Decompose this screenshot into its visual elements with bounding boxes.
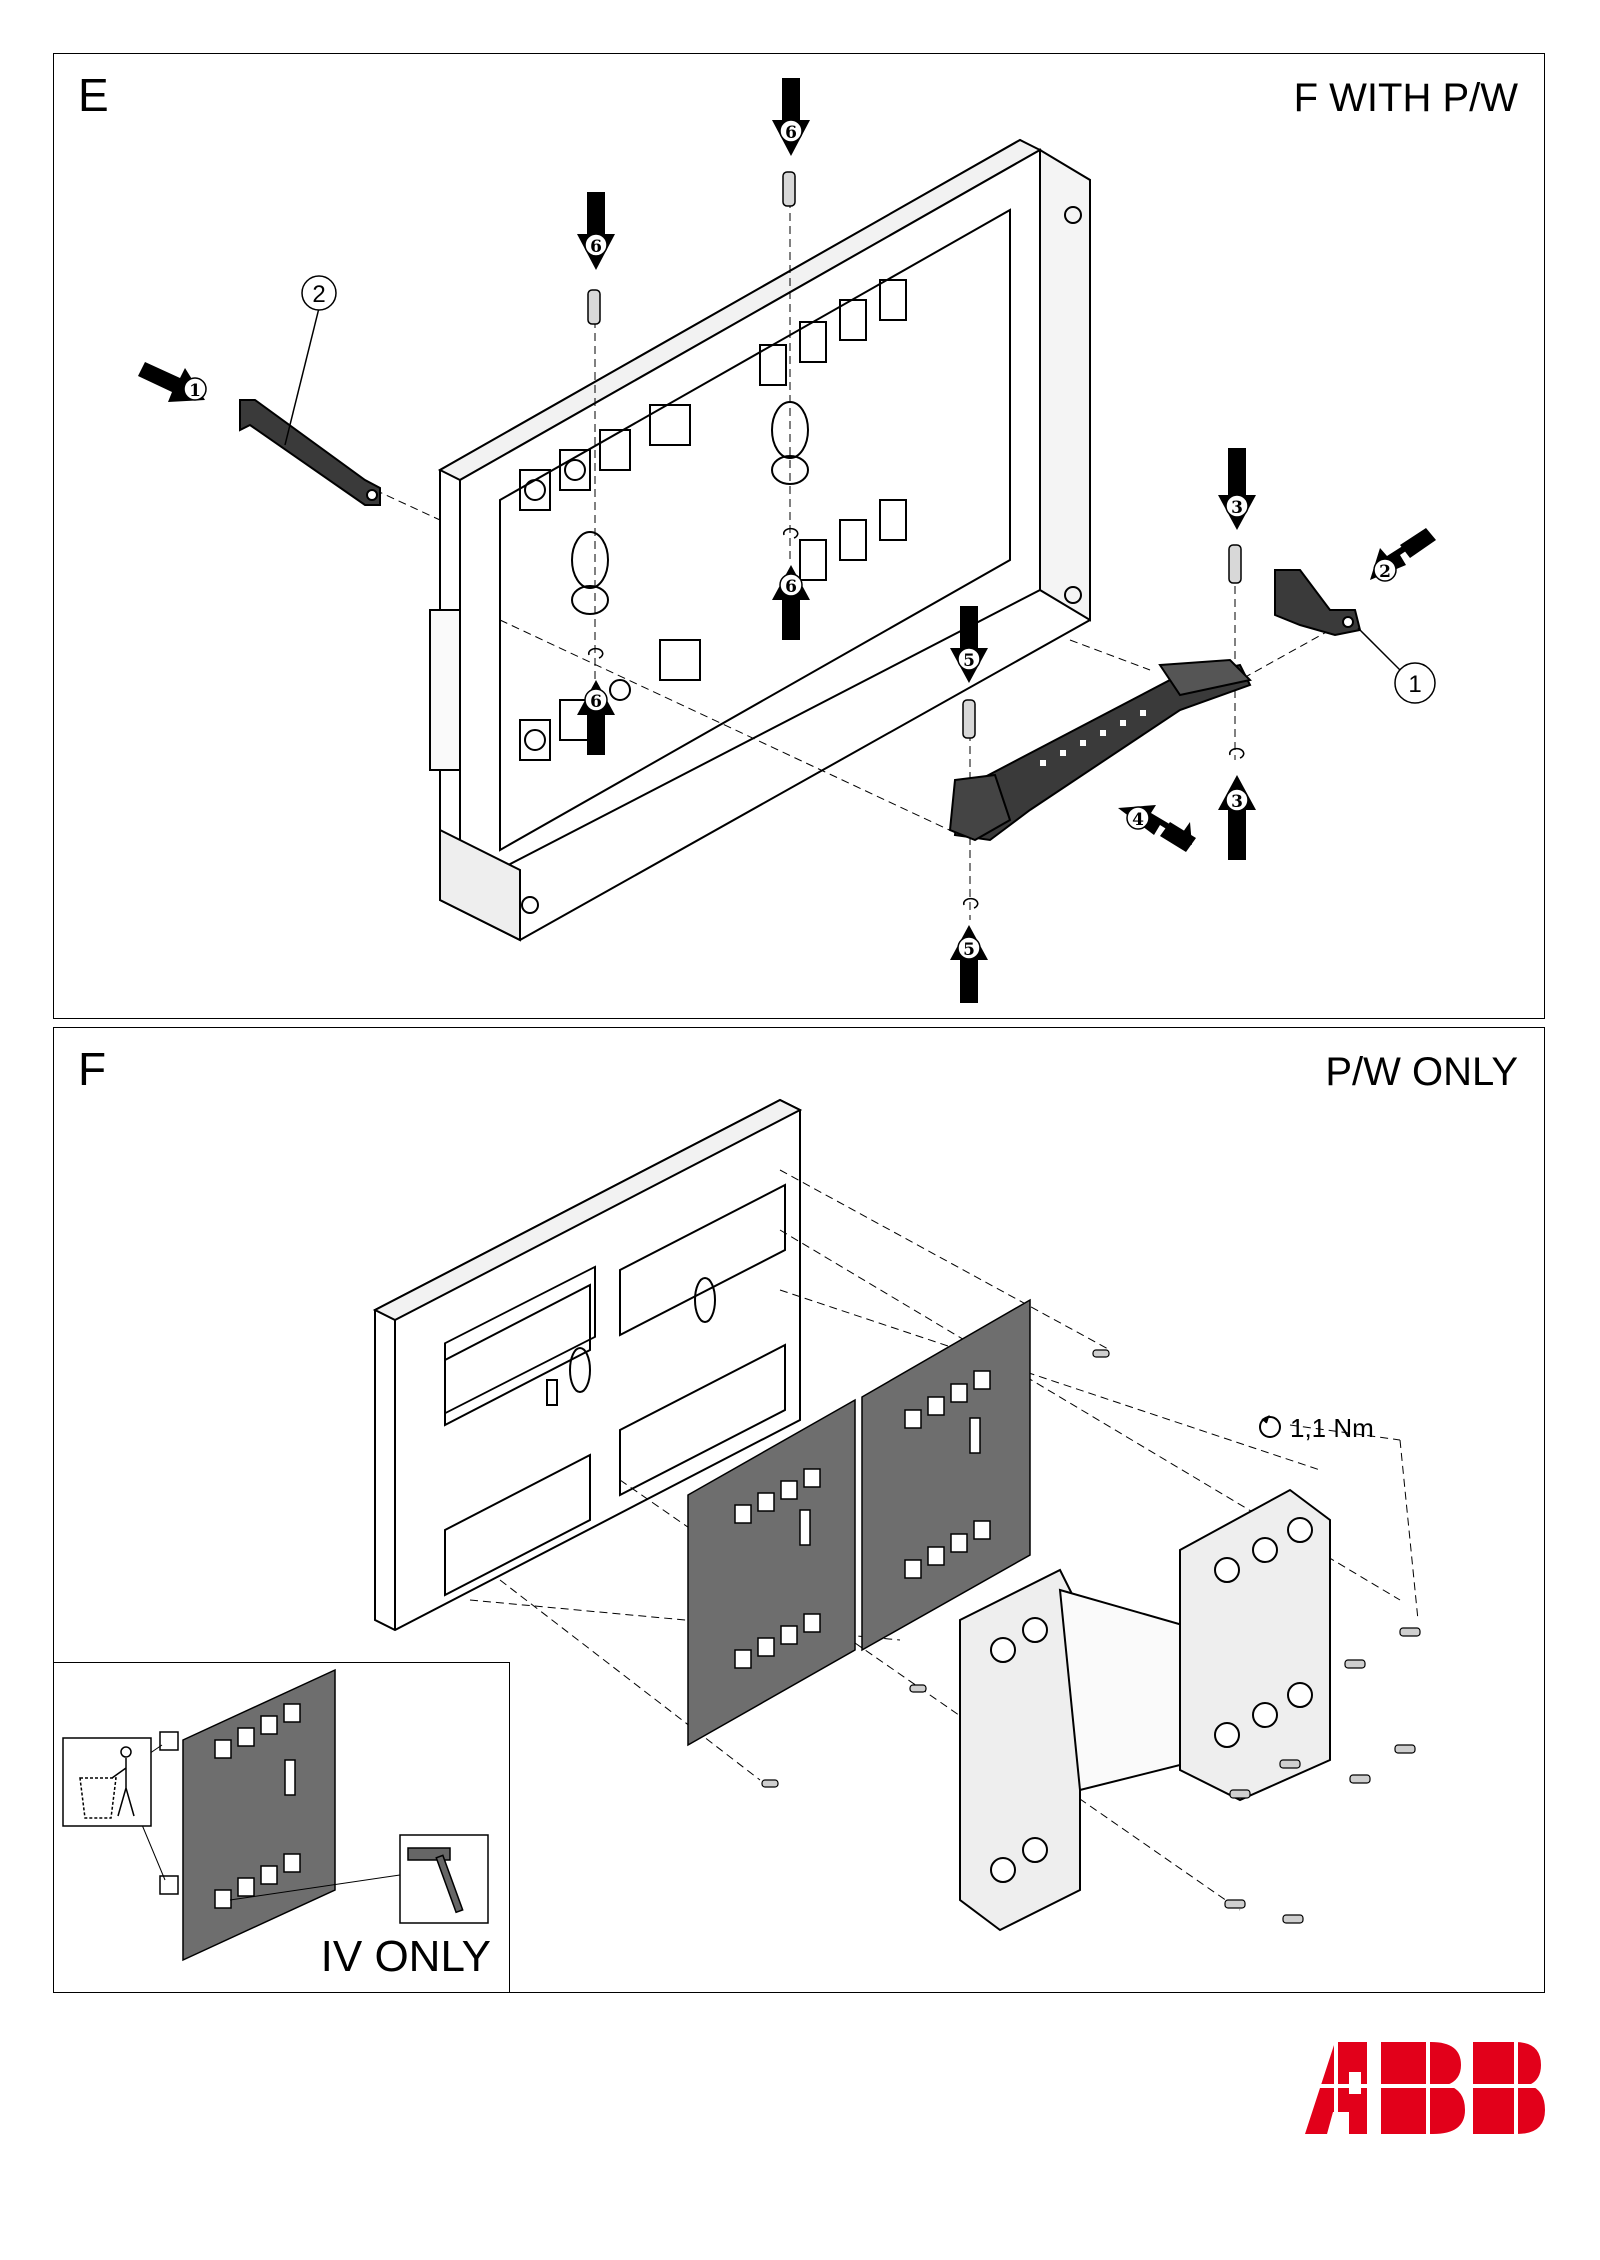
inset-label: IV ONLY bbox=[320, 1932, 491, 1981]
torque-value: 1,1 Nm bbox=[1290, 1413, 1374, 1443]
linkage-bar bbox=[948, 658, 1253, 842]
callout-1: 1 bbox=[1394, 662, 1436, 704]
hammer-icon bbox=[399, 1834, 489, 1924]
mounting-plate-left bbox=[687, 1398, 856, 1747]
alignment-lines-e bbox=[374, 200, 1331, 920]
terminal-base-right bbox=[1179, 1488, 1331, 1802]
step-1-arrow: 1 bbox=[138, 362, 207, 402]
callout-2: 2 bbox=[301, 275, 337, 311]
trash-bin-icon bbox=[62, 1737, 152, 1827]
step-3-arrow-down: 3 bbox=[1218, 448, 1256, 530]
panel-title: F WITH P/W bbox=[1293, 76, 1518, 120]
step-5-arrow-up: 5 bbox=[950, 925, 988, 1003]
svg-text:2: 2 bbox=[1379, 562, 1391, 582]
step-4-arrow: 4 bbox=[1118, 805, 1196, 852]
svg-text:3: 3 bbox=[1231, 498, 1243, 518]
step-5-arrow-down: 5 bbox=[950, 606, 988, 683]
screws-f bbox=[761, 1349, 1421, 1924]
svg-text:2: 2 bbox=[312, 281, 325, 308]
step-2-arrow: 2 bbox=[1370, 528, 1436, 582]
svg-text:5: 5 bbox=[963, 651, 975, 671]
terminal-base-left bbox=[959, 1568, 1201, 1932]
inset-plate bbox=[139, 1668, 401, 1962]
svg-text:1: 1 bbox=[1408, 671, 1421, 698]
svg-text:5: 5 bbox=[963, 940, 975, 960]
callout-leader bbox=[284, 307, 320, 446]
svg-text:6: 6 bbox=[590, 237, 602, 257]
svg-text:6: 6 bbox=[590, 692, 602, 712]
callout-leader bbox=[1357, 627, 1401, 671]
step-6-arrow-up: 6 bbox=[772, 565, 810, 640]
svg-text:6: 6 bbox=[785, 577, 797, 597]
abb-logo bbox=[1305, 2042, 1545, 2134]
step-6-arrow-down: 6 bbox=[772, 78, 810, 156]
svg-text:3: 3 bbox=[1231, 792, 1243, 812]
lever-part-2 bbox=[239, 399, 381, 506]
torque-icon bbox=[1259, 1415, 1281, 1438]
pins-and-clips-e bbox=[587, 171, 1245, 909]
svg-text:1: 1 bbox=[189, 381, 201, 401]
step-6-arrow-up: 6 bbox=[577, 680, 615, 755]
panel-letter: F bbox=[78, 1043, 107, 1095]
step-3-arrow-up: 3 bbox=[1218, 775, 1256, 860]
svg-text:6: 6 bbox=[785, 123, 797, 143]
step-6-arrow-down: 6 bbox=[577, 192, 615, 270]
panel-title: P/W ONLY bbox=[1325, 1050, 1518, 1094]
housing-frame-f bbox=[372, 1098, 803, 1632]
lever-part-1 bbox=[1274, 569, 1362, 637]
panel-letter: E bbox=[78, 69, 109, 121]
mounting-plate-right bbox=[861, 1298, 1031, 1652]
svg-text:4: 4 bbox=[1132, 810, 1144, 830]
